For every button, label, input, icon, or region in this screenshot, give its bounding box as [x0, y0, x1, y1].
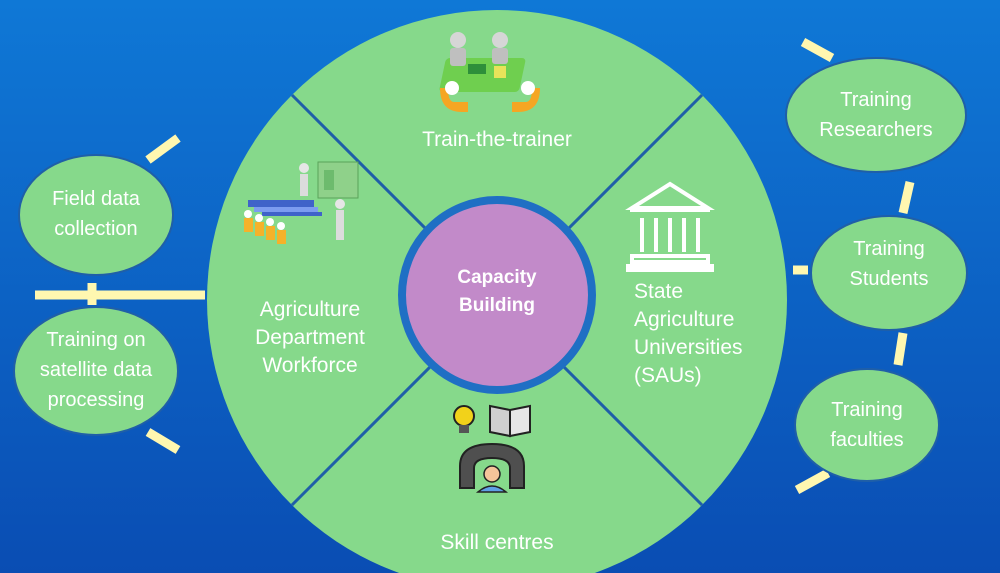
skill-gear-icon [453, 404, 531, 493]
segment-top-label: Train-the-trainer [422, 128, 572, 151]
segment-left-line2: Department [255, 326, 365, 349]
workforce-training-icon [244, 161, 359, 244]
university-building-icon [625, 181, 715, 272]
segment-left-line1: Agriculture [259, 298, 361, 321]
oval-researchers-line1: Training [840, 89, 912, 111]
oval-students-label: Training Students [819, 234, 959, 294]
oval-satellite-processing [13, 306, 179, 436]
oval-faculties-label: Training faculties [797, 395, 937, 455]
right-bottom-connector [794, 469, 831, 494]
oval-field-data-line1: Field data [52, 188, 140, 210]
oval-satellite-label: Training on satellite data processing [21, 325, 171, 415]
center-circle [398, 196, 596, 394]
oval-faculties [794, 368, 940, 482]
oval-faculties-line1: Training [831, 399, 903, 421]
center-title-line1: Capacity [457, 267, 537, 288]
segment-right-line2: Agriculture [634, 308, 735, 331]
oval-satellite-line1: Training on [46, 329, 146, 351]
oval-field-data [18, 154, 174, 276]
segment-left-line3: Workforce [262, 354, 358, 377]
oval-students-line1: Training [853, 238, 925, 260]
left-top-connector [145, 134, 181, 164]
oval-satellite-line2: satellite data [39, 359, 153, 381]
connectors [35, 38, 915, 494]
center-title: Capacity Building [447, 264, 547, 320]
oval-students-line2: Students [849, 268, 929, 290]
segment-right-line3: Universities [634, 336, 743, 359]
segment-left-label: Agriculture Department Workforce [235, 296, 385, 380]
meeting-table-icon [439, 32, 540, 112]
oval-researchers [785, 57, 967, 173]
segment-right-line1: State [634, 280, 684, 303]
oval-researchers-line2: Researchers [819, 119, 933, 141]
right-upper-connector [898, 181, 915, 214]
oval-field-data-label: Field data collection [26, 184, 166, 244]
center-title-line2: Building [459, 295, 535, 316]
segment-right-line4: (SAUs) [634, 364, 702, 387]
left-bottom-connector [145, 428, 181, 454]
segment-bottom-label: Skill centres [440, 531, 554, 554]
oval-students [810, 215, 968, 331]
segment-right-label: State Agriculture Universities (SAUs) [634, 278, 774, 390]
right-top-connector [800, 38, 835, 62]
right-lower-connector [893, 332, 908, 366]
oval-field-data-line2: collection [54, 218, 138, 240]
oval-satellite-line3: processing [47, 389, 145, 411]
oval-faculties-line2: faculties [830, 429, 904, 451]
oval-researchers-label: Training Researchers [796, 85, 956, 145]
